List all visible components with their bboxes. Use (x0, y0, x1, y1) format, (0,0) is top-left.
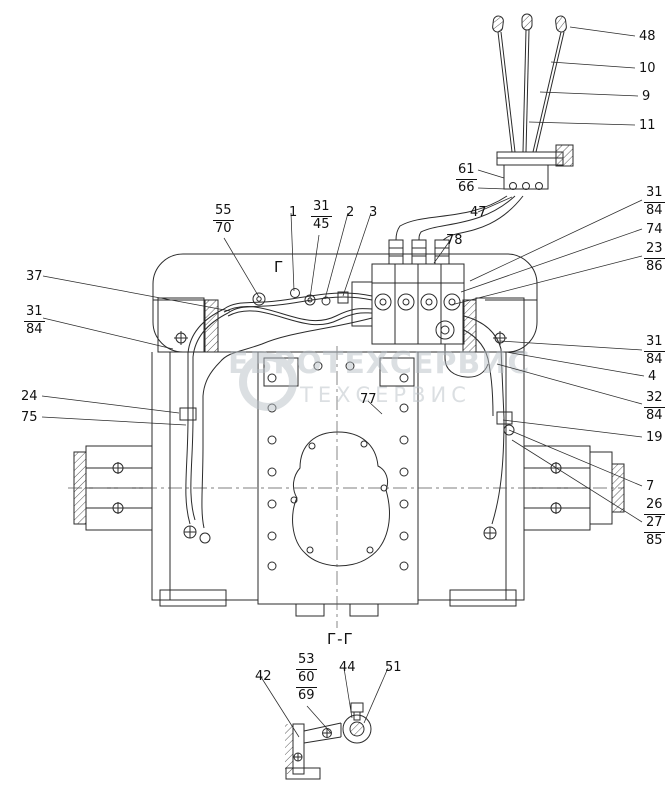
callout-53-60-69: 53 60 69 (296, 652, 317, 705)
callout-31c-label: 31 (24, 304, 45, 322)
callout-45-label: 45 (313, 217, 330, 232)
callout-31a-label: 31 (644, 185, 665, 203)
centerlines (68, 346, 624, 628)
callout-7: 7 (644, 479, 656, 496)
callout-4-label: 4 (648, 369, 657, 384)
callout-26-27-85: 26 27 85 (644, 497, 665, 550)
callout-47-label: 47 (470, 205, 487, 220)
control-levers (497, 29, 565, 153)
callout-48: 48 (637, 29, 658, 46)
callout-51: 51 (383, 660, 404, 677)
watermark-subtitle: ТЕХСЕРВИС (299, 383, 471, 407)
housing-beam (152, 253, 538, 353)
callout-32-label: 32 (644, 390, 665, 408)
callout-42: 42 (253, 669, 274, 686)
callout-19: 19 (644, 430, 665, 447)
callout-55-70: 55 70 (213, 203, 234, 238)
callout-84a-label: 84 (646, 203, 663, 218)
section-title-g-g: Г-Г (327, 630, 354, 648)
callout-3-label: 3 (369, 205, 378, 220)
callout-1-label: 1 (289, 205, 298, 220)
callout-31-45: 31 45 (311, 199, 332, 234)
callout-42-label: 42 (255, 669, 272, 684)
callout-74-label: 74 (646, 222, 663, 237)
callout-11-label: 11 (639, 118, 656, 133)
callout-78-label: 78 (446, 233, 463, 248)
callout-74: 74 (644, 222, 665, 239)
lever-bracket (496, 144, 574, 190)
callout-26-label: 26 (644, 497, 665, 515)
callout-27-label: 27 (644, 515, 665, 533)
callout-31-84-c: 31 84 (24, 304, 45, 339)
watermark-title: ЕВРОТЕХСЕРВИС (228, 346, 530, 381)
callout-44: 44 (337, 660, 358, 677)
callout-77-label: 77 (360, 392, 377, 407)
callout-2: 2 (344, 205, 356, 222)
callout-61-label: 61 (456, 162, 477, 180)
callout-86-label: 86 (646, 259, 663, 274)
hydraulic-pipes (179, 288, 515, 544)
callout-47: 47 (468, 205, 489, 222)
callout-23-86: 23 86 (644, 241, 665, 276)
callout-11: 11 (637, 118, 658, 135)
callout-70-label: 70 (215, 221, 232, 236)
callout-44-label: 44 (339, 660, 356, 675)
callout-48-label: 48 (639, 29, 656, 44)
callout-24: 24 (19, 389, 40, 406)
callout-31b-label: 31 (644, 334, 665, 352)
callout-2-label: 2 (346, 205, 355, 220)
callout-31d-label: 31 (311, 199, 332, 217)
callout-77: 77 (358, 392, 379, 409)
callout-60-label: 60 (296, 670, 317, 688)
callout-9-label: 9 (642, 89, 651, 104)
callout-1: 1 (287, 205, 299, 222)
watermark: ЕВРОТЕХСЕРВИС ТЕХСЕРВИС (228, 346, 530, 411)
leader-lines (41, 26, 645, 738)
callout-4: 4 (646, 369, 658, 386)
gearbox-housing (151, 351, 525, 617)
callout-78: 78 (444, 233, 465, 250)
callout-53-label: 53 (296, 652, 317, 670)
callout-66-label: 66 (458, 180, 475, 195)
callout-84b-label: 84 (646, 352, 663, 367)
section-mark-g: Г (274, 258, 285, 276)
callout-69-label: 69 (298, 688, 315, 703)
lever-knobs (492, 13, 567, 33)
callout-84c-label: 84 (646, 408, 663, 423)
callout-31-84-a: 31 84 (644, 185, 665, 220)
callout-75-label: 75 (21, 410, 38, 425)
callout-3: 3 (367, 205, 379, 222)
callout-61-66: 61 66 (456, 162, 477, 197)
callout-75: 75 (19, 410, 40, 427)
callout-37-label: 37 (26, 269, 43, 284)
lever-pipes (395, 195, 524, 241)
callout-7-label: 7 (646, 479, 655, 494)
callout-24-label: 24 (21, 389, 38, 404)
callout-10-label: 10 (639, 61, 656, 76)
section-view-bracket (285, 702, 372, 780)
callout-84d-label: 84 (26, 322, 43, 337)
callout-51-label: 51 (385, 660, 402, 675)
callout-55-label: 55 (213, 203, 234, 221)
callout-10: 10 (637, 61, 658, 78)
callout-23-label: 23 (644, 241, 665, 259)
distributor-valve-block (351, 239, 465, 345)
callout-85-label: 85 (646, 533, 663, 548)
callout-31-84-b: 31 84 (644, 334, 665, 369)
callout-9: 9 (640, 89, 652, 106)
callout-19-label: 19 (646, 430, 663, 445)
callout-37: 37 (24, 269, 45, 286)
callout-32-84: 32 84 (644, 390, 665, 425)
